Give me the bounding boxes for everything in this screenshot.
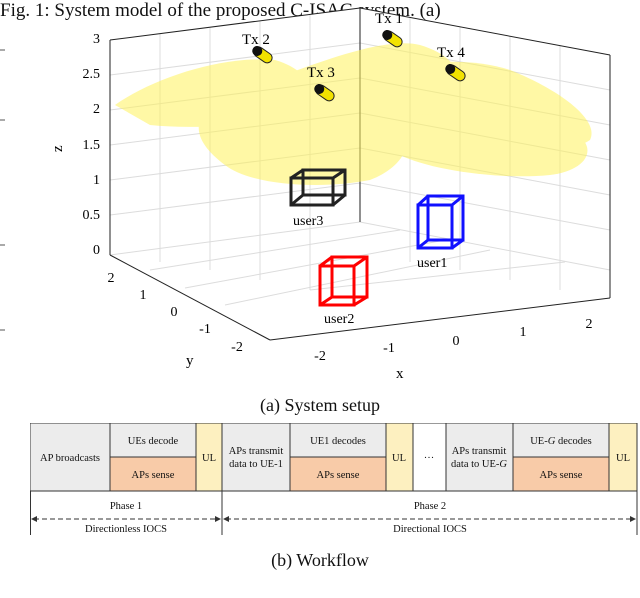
user-label: user1 [417,256,447,271]
y-tick-labels: 2 1 0 -1 -2 [108,271,243,355]
block-aps-transmit-ueg [445,423,514,492]
z-tick: 0.5 [83,208,101,223]
phase-labels: Phase 1 Directionless IOCS Phase 2 Direc… [85,501,467,535]
phase2-title: Phase 2 [414,501,446,512]
block-ues-decode [109,423,197,458]
y-tick: 2 [108,271,115,286]
x-axis-label: x [396,366,404,382]
block-aps-transmit-ue1 [221,423,291,492]
user2-box [318,255,369,307]
transmitter-labels: Tx 2 Tx 1 Tx 3 Tx 4 [242,11,465,81]
x-tick: 0 [453,334,460,349]
x-tick: -2 [314,349,326,364]
y-tick: 0 [171,305,178,320]
block-aps-sense-1 [109,456,197,492]
tx-label: Tx 1 [375,11,403,27]
workflow-diagram: AP broadcasts UEs decode APs sense UL AP… [30,423,638,535]
block-ul-2 [385,423,414,492]
tx-label: Tx 3 [307,65,335,81]
transmitter-tx2 [252,45,273,64]
z-axis-label: z [50,145,66,152]
block-text: UL [202,453,216,464]
tx-label: Tx 2 [242,32,270,48]
phase1-subtitle: Directionless IOCS [85,524,167,535]
block-text: UL [392,453,406,464]
block-text: data to UE-G [451,459,507,470]
x-tick: -1 [383,341,395,356]
z-tick: 2 [93,102,100,117]
user-labels: user3 user1 user2 [293,214,447,327]
transmitter-tx3 [314,83,335,102]
system-setup-3d-plot: 3 2.5 2 1.5 1 0.5 0 z 2 1 0 -1 -2 y -2 -… [0,7,611,382]
z-tick: 3 [93,32,100,47]
block-text: APs transmit [452,446,507,457]
transmitter-tx4 [445,63,466,82]
transmitter-tx1 [382,29,403,48]
user3-box [289,168,347,207]
block-ueg-decodes [512,423,610,458]
block-text: UE1 decodes [310,436,366,447]
block-text: APs transmit [229,446,284,457]
block-text: UEs decode [128,436,179,447]
caption-system-setup: (a) System setup [260,395,380,415]
transmitters [252,29,466,102]
user-label: user3 [293,214,323,229]
x-tick: 2 [586,317,593,332]
z-tick: 1.5 [83,138,101,153]
user1-box [416,194,465,250]
block-ellipsis [412,423,447,492]
tx-label: Tx 4 [437,45,465,61]
y-tick: 1 [140,288,147,303]
z-tick: 1 [93,173,100,188]
z-tick-labels: 3 2.5 2 1.5 1 0.5 0 [83,32,101,258]
beam-surfaces [115,43,592,185]
phase-separators [30,491,638,535]
block-text: UL [616,453,630,464]
z-tick: 0 [93,243,100,258]
block-text: APs sense [132,470,175,481]
user-label: user2 [324,312,354,327]
block-ul-3 [608,423,638,492]
y-axis-label: y [186,353,194,369]
block-text: APs sense [540,470,583,481]
arrow-heads [31,516,636,522]
margin-marks [0,49,5,331]
block-text: UE-G decodes [530,436,592,447]
x-tick-labels: -2 -1 0 1 2 [314,317,592,364]
x-tick: 1 [520,325,527,340]
block-text: ··· [424,453,435,464]
z-tick: 2.5 [83,67,101,82]
y-tick: -1 [199,322,211,337]
block-text: APs sense [317,470,360,481]
block-aps-sense-3 [512,456,610,492]
phase2-subtitle: Directional IOCS [393,524,467,535]
y-tick: -2 [231,340,243,355]
block-text: AP broadcasts [40,453,100,464]
phase1-title: Phase 1 [110,501,142,512]
caption-workflow: (b) Workflow [271,550,369,570]
block-text: data to UE-1 [229,459,283,470]
